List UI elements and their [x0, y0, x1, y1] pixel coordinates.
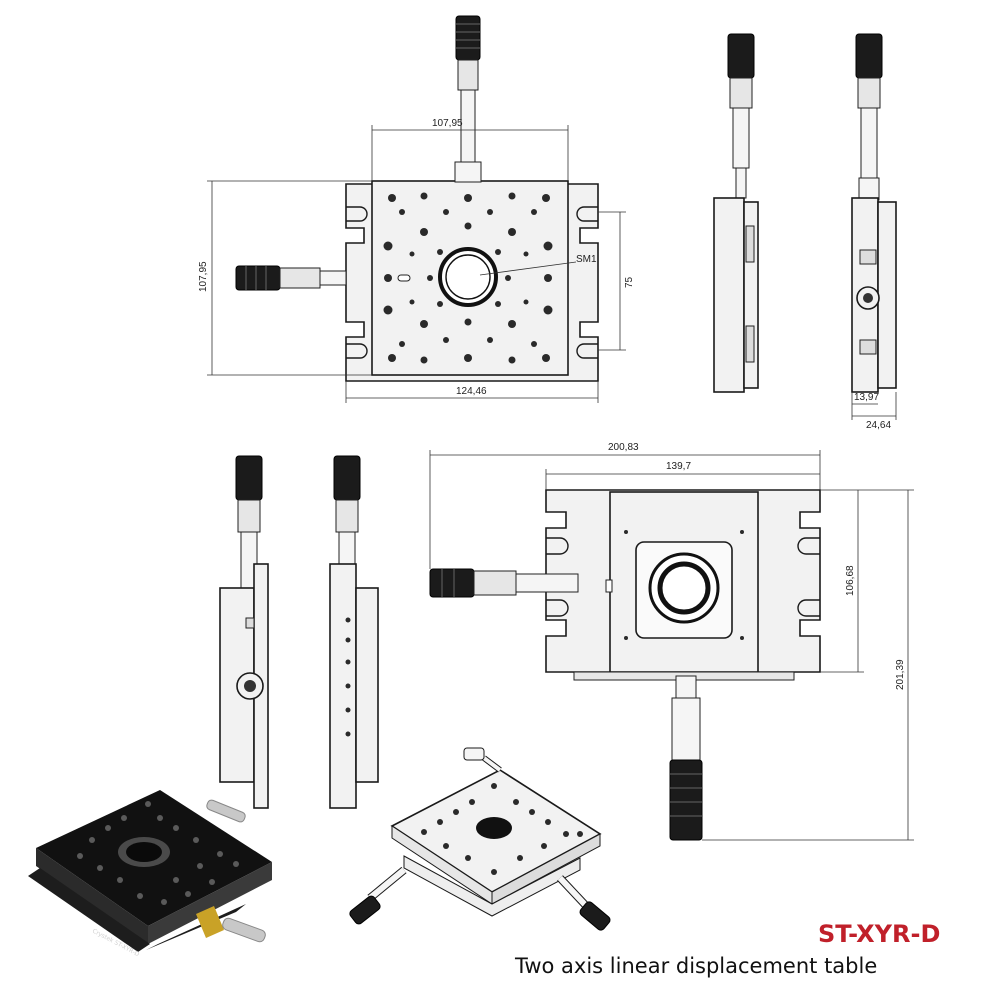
product-description: Two axis linear displacement table [515, 954, 878, 978]
isometric-micrometer-top [463, 747, 502, 773]
top-view: SM1 107,95 107,95 124,46 75 [198, 15, 635, 403]
side-view-c [219, 455, 269, 809]
top-thread-label: SM1 [576, 254, 597, 265]
stage-photo: Crystek ST-XYR-D [28, 790, 272, 958]
isometric-drawing [349, 747, 611, 931]
bottom-view-micrometer-bottom [669, 675, 703, 841]
dim-top-hole-spacing: 75 [624, 276, 635, 288]
side-view-b: 13,97 24,64 [851, 33, 897, 431]
isometric-micrometer-left [349, 866, 407, 925]
dim-bottom-total-width: 200,83 [608, 442, 639, 453]
dim-bottom-total-height: 201,39 [895, 659, 906, 690]
bottom-view: 200,83 139,7 106,68 201,39 [429, 442, 914, 841]
bottom-view-micrometer-left [429, 568, 579, 598]
dim-side-thickness-b: 24,64 [866, 420, 891, 431]
dim-bottom-plate-width: 139,7 [666, 461, 691, 472]
side-view-a [713, 33, 759, 393]
top-view-micrometer-left [235, 265, 347, 291]
dim-side-thickness-a: 13,97 [854, 392, 879, 403]
side-view-d [329, 455, 379, 809]
dim-top-height: 107,95 [198, 261, 209, 292]
dim-top-base-width: 124,46 [456, 386, 487, 397]
dim-bottom-plate-height: 106,68 [845, 565, 856, 596]
dim-top-width: 107,95 [432, 118, 463, 129]
top-view-micrometer-top [454, 15, 482, 183]
top-view-holes [383, 192, 553, 364]
model-name: ST-XYR-D [818, 920, 941, 948]
isometric-micrometer-right [557, 875, 611, 931]
